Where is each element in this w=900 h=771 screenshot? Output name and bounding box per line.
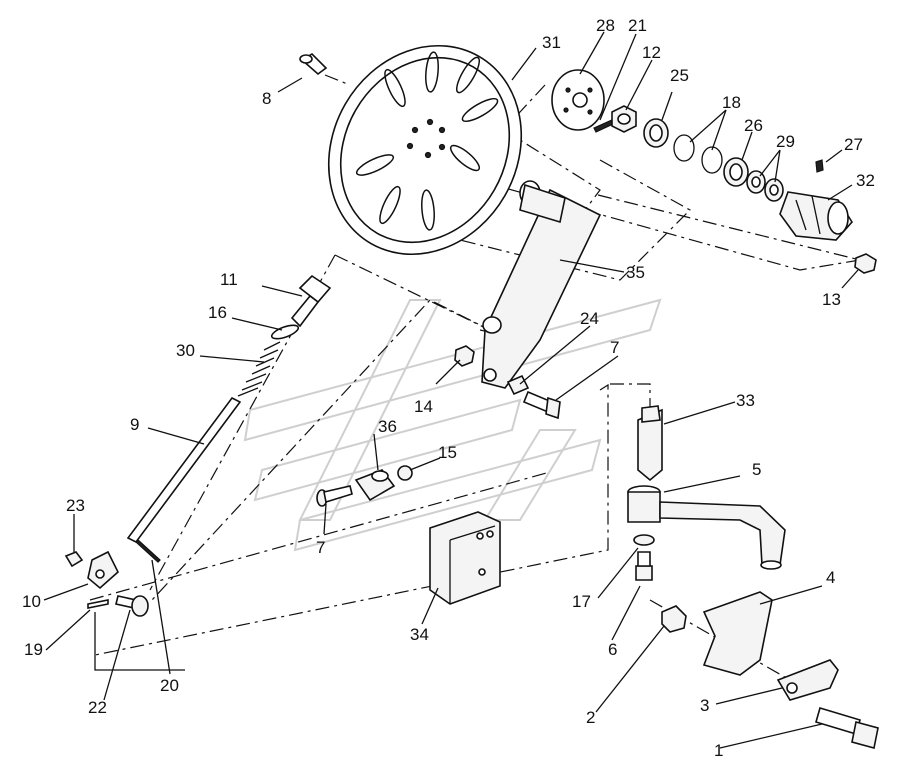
pin-33 <box>637 405 663 482</box>
label-26: 26 <box>744 116 763 135</box>
label-21: 21 <box>628 16 647 35</box>
washer-15 <box>397 465 413 481</box>
label-20: 20 <box>160 676 179 695</box>
leader-lines <box>43 31 859 749</box>
washer-17 <box>633 534 655 546</box>
label-13: 13 <box>822 290 841 309</box>
label-3: 3 <box>700 696 709 715</box>
label-9: 9 <box>130 415 139 434</box>
label-19: 19 <box>24 640 43 659</box>
label-28: 28 <box>596 16 615 35</box>
label-16: 16 <box>208 303 227 322</box>
label-29: 29 <box>776 132 795 151</box>
retaining-rings-18 <box>673 134 723 174</box>
bracket-34 <box>429 511 501 605</box>
washer-16 <box>270 324 300 340</box>
spring-30 <box>237 341 281 397</box>
rod-9 <box>126 396 242 544</box>
pin-22 <box>115 595 149 617</box>
label-27: 27 <box>844 135 863 154</box>
flange-28 <box>551 69 605 131</box>
label-25: 25 <box>670 66 689 85</box>
label-10: 10 <box>22 592 41 611</box>
label-17: 17 <box>572 592 591 611</box>
bushing-24 <box>506 374 530 396</box>
watermark-logo <box>243 298 662 552</box>
label-32: 32 <box>856 171 875 190</box>
label-4: 4 <box>826 568 835 587</box>
clevis-10 <box>87 550 119 590</box>
nut-2 <box>661 605 687 633</box>
plate-3 <box>776 659 839 701</box>
bracket-4 <box>702 591 773 676</box>
hub-32 <box>779 191 853 241</box>
nut-12 <box>611 105 637 133</box>
label-33: 33 <box>736 391 755 410</box>
label-8: 8 <box>262 89 271 108</box>
clamp-36 <box>354 469 396 502</box>
elbow-5 <box>627 485 786 570</box>
bolt-1 <box>815 707 879 749</box>
pin-11 <box>290 274 332 328</box>
pin-19 <box>87 599 109 609</box>
label-7-upper: 7 <box>610 338 619 357</box>
bolt-6 <box>635 551 653 581</box>
bearing-25 <box>643 118 669 148</box>
label-2: 2 <box>586 708 595 727</box>
arm-35 <box>481 180 602 389</box>
bolt-7-upper <box>522 390 561 420</box>
bearing-26 <box>723 157 749 187</box>
handwheel <box>327 44 523 256</box>
nut-23 <box>64 551 84 568</box>
label-7-lower: 7 <box>316 538 325 557</box>
label-18: 18 <box>722 93 741 112</box>
label-23: 23 <box>66 496 85 515</box>
label-34: 34 <box>410 625 429 644</box>
callout-labels: 1 2 3 4 5 6 7 7 8 9 10 11 12 13 14 15 16… <box>22 16 875 760</box>
grease-fitting-27 <box>815 159 824 173</box>
label-36: 36 <box>378 417 397 436</box>
washers-29 <box>746 170 784 202</box>
bolt-8 <box>299 52 328 76</box>
label-30: 30 <box>176 341 195 360</box>
label-31: 31 <box>542 33 561 52</box>
label-1: 1 <box>714 741 723 760</box>
label-11: 11 <box>220 270 238 289</box>
label-24: 24 <box>580 309 599 328</box>
label-6: 6 <box>608 640 617 659</box>
label-5: 5 <box>752 460 761 479</box>
assembly-lines <box>89 74 861 681</box>
label-15: 15 <box>438 443 457 462</box>
label-12: 12 <box>642 43 661 62</box>
label-14: 14 <box>414 397 433 416</box>
bolt-7-lower <box>316 485 353 507</box>
label-22: 22 <box>88 698 107 717</box>
nut-13 <box>854 253 877 274</box>
pin-20 <box>135 539 161 563</box>
label-35: 35 <box>626 263 645 282</box>
